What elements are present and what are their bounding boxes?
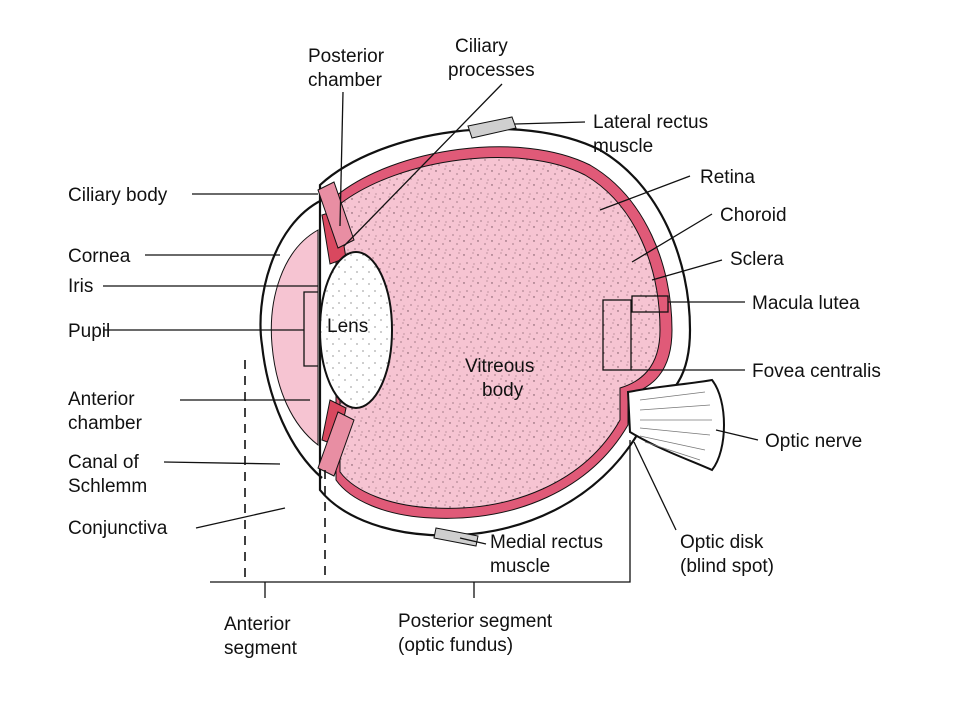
anterior-chamber-shape xyxy=(270,229,319,447)
leader-lateral-rectus xyxy=(514,121,586,125)
ciliary-body-lower xyxy=(317,411,355,477)
leader-retina xyxy=(599,175,691,211)
label-macula-lutea: Macula lutea xyxy=(752,293,860,314)
segment-bracket xyxy=(210,440,631,583)
text-labels: Posterior chamber Ciliary processes Late… xyxy=(68,36,881,659)
leader-choroid xyxy=(631,213,713,263)
optic-nerve-shape xyxy=(626,378,725,472)
leader-conjunctiva xyxy=(195,507,286,529)
lens-shape xyxy=(319,251,393,409)
label-choroid: Choroid xyxy=(720,205,787,226)
leader-sclera xyxy=(651,259,723,281)
label-conjunctiva: Conjunctiva xyxy=(68,518,168,539)
label-fovea-centralis: Fovea centralis xyxy=(752,361,881,382)
label-vitreous-body: Vitreous body xyxy=(465,356,540,401)
leader-posterior-chamber xyxy=(339,91,344,227)
leader-lines xyxy=(103,83,759,545)
fovea-box xyxy=(602,299,632,371)
label-posterior-chamber: Posterior chamber xyxy=(308,46,389,91)
optic-nerve-fibers xyxy=(639,391,712,461)
label-ciliary-body: Ciliary body xyxy=(68,185,168,206)
label-lens: Lens xyxy=(327,316,368,337)
leader-ciliary-processes xyxy=(343,83,503,247)
label-canal-of-schlemm: Canal of Schlemm xyxy=(68,452,147,497)
label-anterior-chamber: Anterior chamber xyxy=(68,389,143,434)
leader-medial-rectus xyxy=(459,537,487,545)
leader-optic-nerve xyxy=(715,429,759,441)
label-retina: Retina xyxy=(700,167,755,188)
label-sclera: Sclera xyxy=(730,249,784,270)
label-optic-nerve: Optic nerve xyxy=(765,431,862,452)
label-pupil: Pupil xyxy=(68,321,110,342)
pupil-bracket xyxy=(303,291,318,367)
ciliary-body-upper xyxy=(317,181,355,249)
cornea-shape xyxy=(259,199,323,479)
label-iris: Iris xyxy=(68,276,93,297)
macula-box xyxy=(631,295,669,313)
lateral-rectus-shape xyxy=(467,116,517,139)
vitreous-region xyxy=(339,157,661,509)
label-posterior-segment: Posterior segment (optic fundus) xyxy=(398,611,557,656)
label-lateral-rectus: Lateral rectus muscle xyxy=(593,112,713,157)
eyeball xyxy=(318,127,692,537)
label-medial-rectus: Medial rectus muscle xyxy=(490,532,608,577)
medial-rectus-shape xyxy=(433,527,479,547)
leader-canal-schlemm xyxy=(163,461,281,465)
label-cornea: Cornea xyxy=(68,246,131,267)
leader-optic-disk xyxy=(633,441,677,531)
label-anterior-segment: Anterior segment xyxy=(224,614,298,659)
label-optic-disk: Optic disk (blind spot) xyxy=(680,532,774,577)
label-ciliary-processes: Ciliary processes xyxy=(448,36,535,81)
